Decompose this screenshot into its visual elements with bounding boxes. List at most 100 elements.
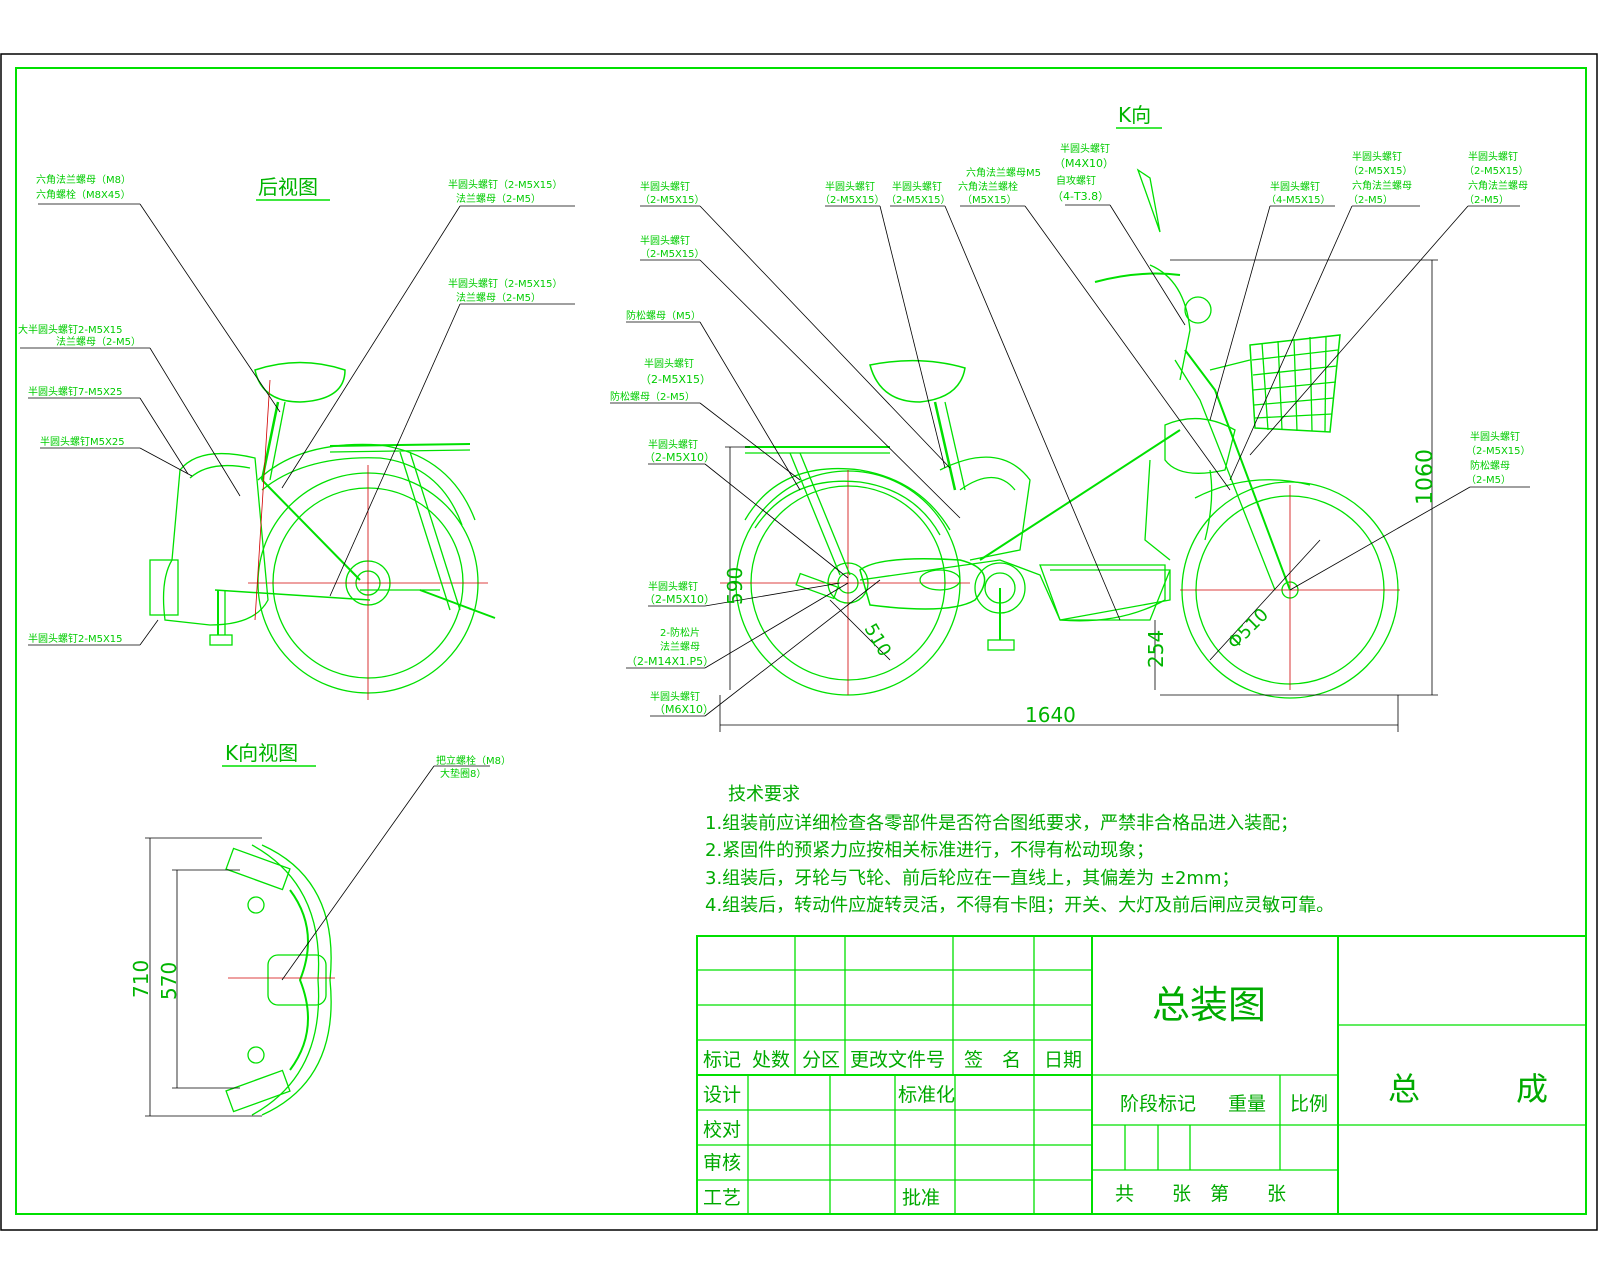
k-view-texts: 710 570 把立螺栓（M8） 大垫圈8） — [129, 754, 511, 1000]
part-name: 总 成 — [1388, 1070, 1548, 1108]
side-callout-1b: （2-M5X15） — [640, 194, 705, 206]
rear-leaders — [20, 203, 575, 646]
side-callout-4b: （2-M5X15） — [640, 373, 711, 386]
rear-callout-5a: 半圆头螺钉7-M5X25 — [28, 385, 123, 398]
side-callout-11a: 六角法兰螺母M5 — [966, 166, 1041, 179]
side-callout-9b: （2-M5X15） — [820, 194, 885, 206]
side-callout-11c: （M5X15） — [962, 194, 1017, 206]
side-callout-3a: 防松螺母（M5） — [626, 309, 701, 322]
side-callout-15a: 半圆头螺钉 — [1468, 150, 1518, 163]
side-callout-10a: 半圆头螺钉 — [892, 180, 942, 193]
rear-callout-7a: 半圆头螺钉2-M5X15 — [28, 632, 123, 645]
k-callout-b: 大垫圈8） — [440, 767, 486, 780]
scale-label: 比例 — [1290, 1093, 1328, 1115]
side-callout-5b: （2-M5X10） — [644, 451, 715, 464]
title-block-texts: 标记 处数 分区 更改文件号 签 名 日期 设计 校对 审核 工艺 标准化 批准… — [703, 983, 1548, 1209]
rear-callout-4a: 大半圆头螺钉2-M5X15 — [18, 323, 123, 336]
rear-callout-texts: 六角法兰螺母（M8） 六角螺栓（M8X45） 半圆头螺钉（2-M5X15） 法兰… — [18, 173, 563, 645]
side-callout-16d: （2-M5） — [1466, 474, 1511, 486]
side-callout-6a: 半圆头螺钉 — [648, 580, 698, 593]
outer-border — [0, 53, 1598, 1231]
side-callout-14d: （2-M5） — [1348, 194, 1393, 206]
side-callout-5a: 半圆头螺钉 — [648, 438, 698, 451]
side-callout-14b: （2-M5X15） — [1348, 165, 1413, 177]
rev-header-zone: 分区 — [802, 1049, 840, 1071]
weight-label: 重量 — [1228, 1093, 1266, 1115]
rear-view-title: 后视图 — [258, 175, 318, 199]
side-callout-15d: （2-M5） — [1464, 194, 1509, 206]
tech-requirements: 技术要求 1.组装前应详细检查各零部件是否符合图纸要求，严禁非合格品进入装配； … — [705, 784, 1334, 916]
k-view-dims — [145, 765, 490, 1117]
side-callout-12b: （M4X10） — [1054, 157, 1114, 170]
side-callout-texts: 半圆头螺钉 （2-M5X15） 半圆头螺钉 （2-M5X15） 防松螺母（M5）… — [610, 142, 1531, 716]
side-callout-8b: （M6X10） — [654, 703, 714, 716]
dim-front-wheel: Φ510 — [1224, 604, 1273, 653]
dim-rear-height: 590 — [723, 567, 747, 605]
tech-item-4: 4.组装后，转动件应旋转灵活，不得有卡阻；开关、大灯及前后闸应灵敏可靠。 — [705, 895, 1334, 916]
side-callout-1a: 半圆头螺钉 — [640, 180, 690, 193]
side-callout-2b: （2-M5X15） — [640, 248, 705, 260]
dim-overall-length: 1640 — [1025, 703, 1076, 727]
side-callout-7b: 法兰螺母 — [660, 640, 700, 653]
side-callout-7a: 2-防松片 — [660, 626, 700, 639]
side-callout-6b: （2-M5X10） — [644, 593, 715, 606]
role-check: 校对 — [703, 1119, 741, 1141]
side-callout-9a: 半圆头螺钉 — [825, 180, 875, 193]
rear-callout-6a: 半圆头螺钉M5X25 — [40, 435, 125, 448]
rev-header-doc: 更改文件号 — [850, 1049, 945, 1071]
k-view: K向视图 — [222, 741, 335, 1116]
k-arrow-label: K向 — [1118, 103, 1151, 127]
side-callout-15c: 六角法兰螺母 — [1468, 179, 1528, 192]
dim-k-width-outer: 710 — [129, 960, 153, 998]
rear-callout-3b: 法兰螺母（2-M5） — [456, 291, 541, 304]
side-view — [720, 264, 1400, 699]
side-callout-4a: 半圆头螺钉 — [644, 357, 694, 370]
side-callout-8a: 半圆头螺钉 — [650, 690, 700, 703]
rear-callout-3a: 半圆头螺钉（2-M5X15） — [448, 277, 563, 290]
side-callout-12c: 自攻螺钉 — [1056, 174, 1096, 187]
k-arrow: K向 — [1116, 103, 1162, 233]
side-callout-16b: （2-M5X15） — [1466, 445, 1531, 457]
rear-callout-4b: 法兰螺母（2-M5） — [56, 335, 141, 348]
stage-mark-label: 阶段标记 — [1120, 1093, 1196, 1115]
side-callout-16c: 防松螺母 — [1470, 459, 1510, 472]
rear-view: 后视图 — [149, 175, 496, 700]
side-callout-15b: （2-M5X15） — [1464, 165, 1529, 177]
side-callout-11b: 六角法兰螺栓 — [958, 180, 1018, 193]
side-callout-12a: 半圆头螺钉 — [1060, 142, 1110, 155]
dim-k-width-inner: 570 — [157, 962, 181, 1000]
rear-callout-2b: 法兰螺母（2-M5） — [456, 192, 541, 205]
tech-item-1: 1.组装前应详细检查各零部件是否符合图纸要求，严禁非合格品进入装配； — [705, 813, 1298, 834]
tech-title: 技术要求 — [728, 784, 800, 805]
dim-pedal-height: 254 — [1144, 630, 1168, 668]
sheets-label: 共 张 第 张 — [1115, 1183, 1286, 1205]
rear-callout-2a: 半圆头螺钉（2-M5X15） — [448, 178, 563, 191]
tech-item-2: 2.紧固件的预紧力应按相关标准进行，不得有松动现象； — [705, 840, 1154, 861]
side-callout-14c: 六角法兰螺母 — [1352, 179, 1412, 192]
side-callout-13b: （4-M5X15） — [1266, 194, 1331, 206]
side-dims — [719, 259, 1438, 732]
side-callout-7c: （2-M14X1.P5） — [626, 655, 714, 668]
role-process: 工艺 — [703, 1187, 741, 1209]
side-dim-texts: 1640 1060 590 254 510 Φ510 — [723, 449, 1438, 727]
side-callout-2a: 半圆头螺钉 — [640, 234, 690, 247]
side-callout-10b: （2-M5X15） — [886, 194, 951, 206]
rev-header-count: 处数 — [752, 1049, 790, 1071]
side-callout-13a: 半圆头螺钉 — [1270, 180, 1320, 193]
side-callout-4c: 防松螺母（2-M5） — [610, 390, 695, 403]
k-view-title: K向视图 — [225, 741, 298, 765]
rev-header-sign: 签 名 — [964, 1049, 1021, 1071]
side-callout-16a: 半圆头螺钉 — [1470, 430, 1520, 443]
dim-height: 1060 — [1413, 449, 1438, 505]
side-callout-12d: （4-T3.8） — [1052, 190, 1109, 203]
title-block — [696, 935, 1587, 1215]
rev-header-date: 日期 — [1044, 1049, 1082, 1071]
side-callout-14a: 半圆头螺钉 — [1352, 150, 1402, 163]
tech-item-3: 3.组装后，牙轮与飞轮、前后轮应在一直线上，其偏差为 ±2mm； — [705, 868, 1240, 889]
drawing-name: 总装图 — [1152, 983, 1266, 1027]
k-callout-a: 把立螺栓（M8） — [436, 754, 511, 767]
dim-rear-wheel: 510 — [860, 620, 895, 660]
rear-callout-1a: 六角法兰螺母（M8） — [36, 173, 131, 186]
role-review: 审核 — [703, 1152, 741, 1174]
